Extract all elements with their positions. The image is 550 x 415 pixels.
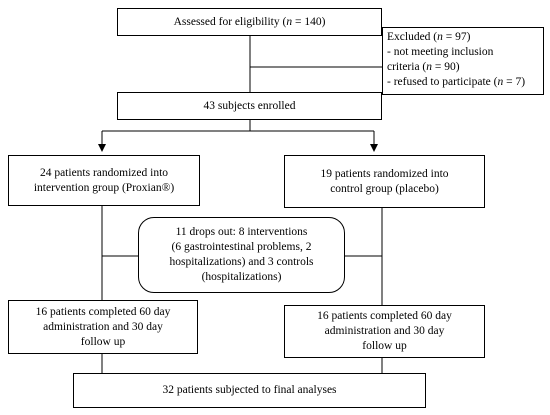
control-group-box: 19 patients randomized into control grou… [284,155,485,208]
dropouts-line-1: 11 drops out: 8 interventions [175,226,308,238]
assessed-n-value: = 140) [292,15,326,28]
completed-intervention-line-3: follow up [80,335,126,348]
completed-control-line-1: 16 patients completed 60 day [317,310,452,322]
control-group-line-1: 19 patients randomized into [320,167,449,180]
final-analyses-box: 32 patients subjected to final analyses [73,373,426,408]
enrolled-box: 43 subjects enrolled [117,92,382,120]
refused-n-value: = 7) [503,76,526,88]
completed-intervention-line-1: 16 patients completed 60 day [35,305,171,318]
excluded-box: Excluded (n = 97) - not meeting inclusio… [382,27,544,95]
completed-control-box: 16 patients completed 60 day administrat… [284,305,485,358]
dropouts-line-3: hospitalizations) and 3 controls [169,256,314,268]
criteria-n-symbol: n [426,61,433,73]
excluded-line-1: Excluded (n = 97) [387,30,539,45]
intervention-group-line-2: intervention group (Proxian®) [33,181,175,194]
completed-control-line-3: follow up [362,340,407,352]
assessed-label: Assessed for eligibility ( [173,15,287,28]
excluded-n-value: = 97) [442,31,471,43]
completed-control-line-2: administration and 30 day [324,325,445,337]
excluded-line-4: - refused to participate (n = 7) [387,75,539,90]
completed-intervention-box: 16 patients completed 60 day administrat… [8,300,198,354]
completed-intervention-line-2: administration and 30 day [43,320,163,333]
dropouts-line-4: (hospitalizations) [201,271,282,283]
excluded-line-2: - not meeting inclusion [387,46,494,58]
criteria-n-value: = 90) [432,61,460,73]
assessed-text: Assessed for eligibility (n = 140) [174,15,326,30]
refused-n-symbol: n [497,76,504,88]
assessed-box: Assessed for eligibility (n = 140) [117,8,382,36]
dropouts-box: 11 drops out: 8 interventions (6 gastroi… [138,217,345,293]
excluded-line-3: criteria (n = 90) [387,60,539,75]
assessed-n-symbol: n [286,15,293,28]
control-group-line-2: control group (placebo) [330,182,439,195]
excluded-label: Excluded ( [387,31,438,43]
final-analyses-text: 32 patients subjected to final analyses [162,384,337,396]
intervention-group-box: 24 patients randomized into intervention… [8,155,200,206]
excluded-n-symbol: n [437,31,443,43]
dropouts-line-2: (6 gastrointestinal problems, 2 [171,241,312,253]
refused-label: - refused to participate ( [387,76,498,88]
criteria-label: criteria ( [387,61,427,73]
intervention-group-line-1: 24 patients randomized into [39,166,169,179]
enrolled-text: 43 subjects enrolled [203,99,296,112]
